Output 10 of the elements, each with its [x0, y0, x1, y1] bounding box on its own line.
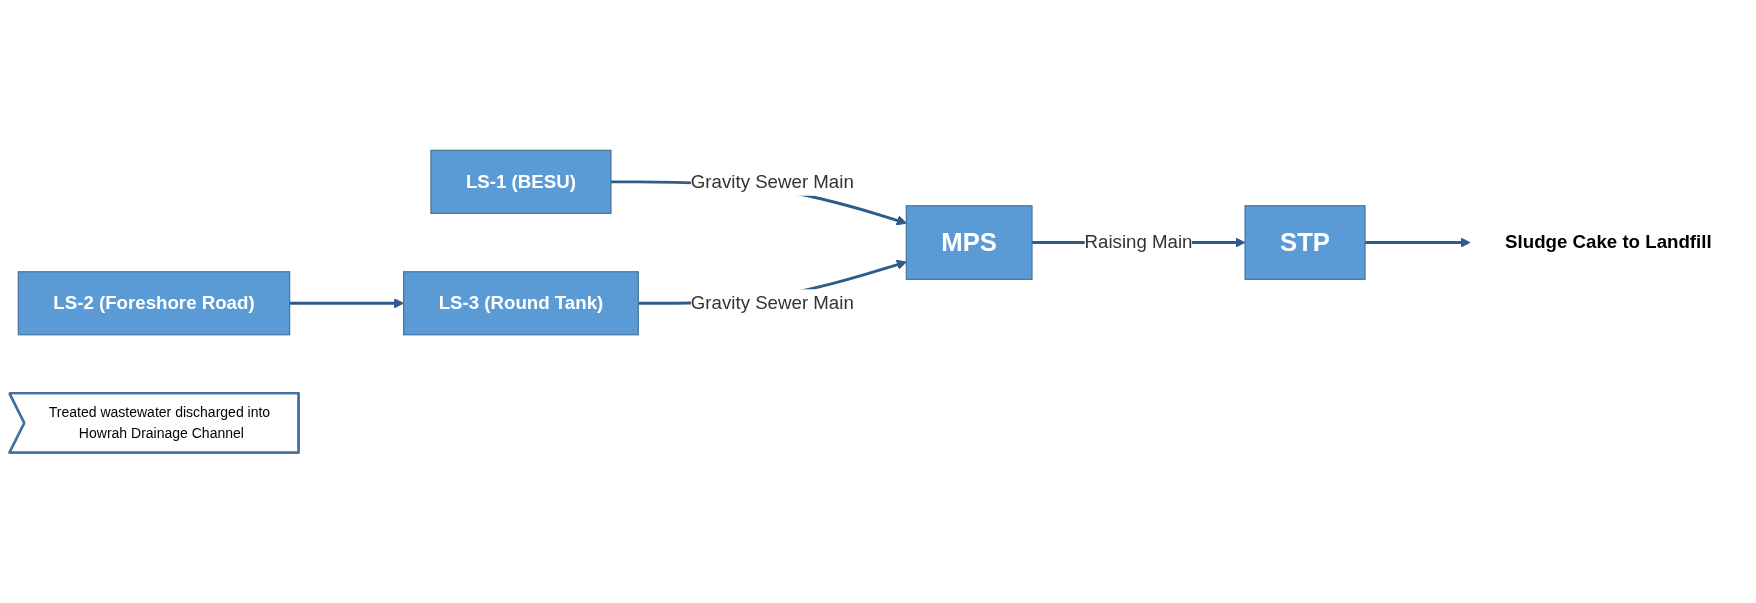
node-box: MPS: [905, 205, 1033, 280]
edge-label: Gravity Sewer Main: [690, 171, 854, 192]
node-box: LS-1 (BESU): [430, 149, 612, 214]
node-text: Sludge Cake to Landfill: [1505, 232, 1712, 252]
edge-label: Gravity Sewer Main: [690, 292, 854, 313]
arrow: [1365, 237, 1471, 248]
node-box: LS-3 (Round Tank): [403, 271, 639, 336]
edge-label: Raising Main: [1084, 232, 1193, 252]
node-box: LS-2 (Foreshore Road): [17, 271, 291, 336]
node-box: STP: [1244, 205, 1366, 280]
